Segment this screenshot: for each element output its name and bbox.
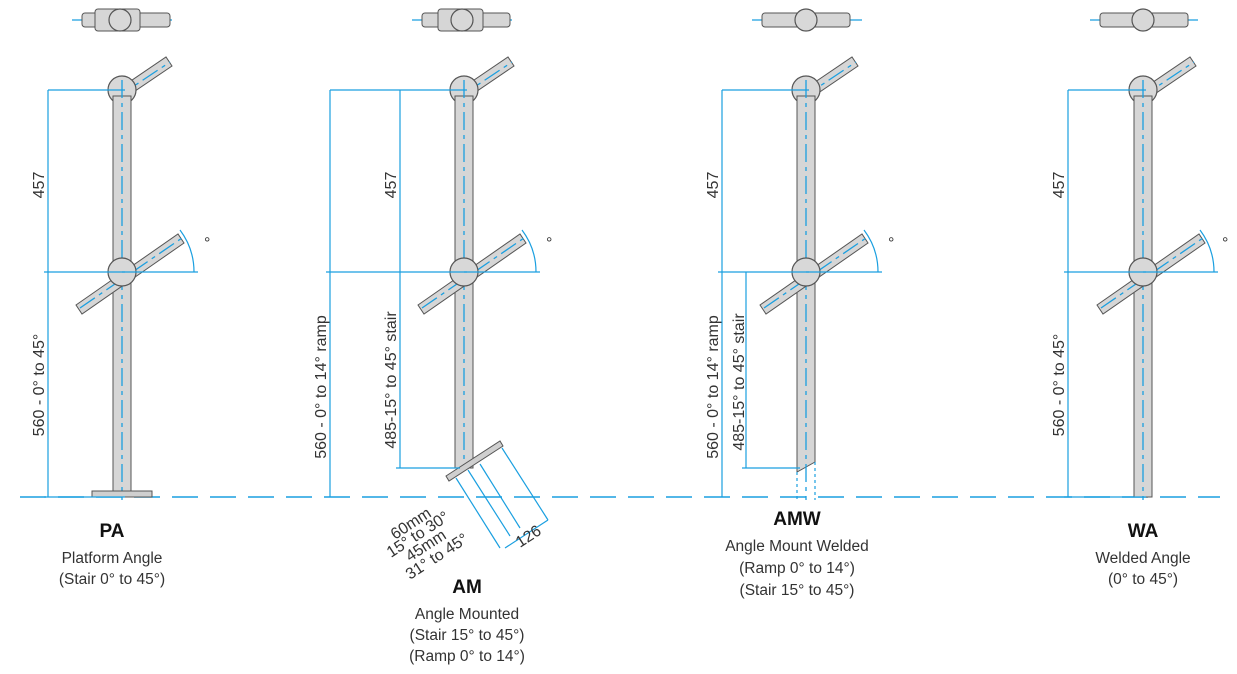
post-amw: 457 560 - 0° to 14° ramp 485-15° to 45° … (705, 8, 894, 599)
post-code-amw: AMW (773, 509, 821, 530)
angle-mark-wa: ° (1222, 235, 1228, 252)
base-label-126: 126 (513, 523, 545, 552)
dim-inner-amw: 485-15° to 45° stair (731, 313, 748, 451)
post-code-am: AM (452, 577, 482, 598)
post-range2-amw: (Stair 15° to 45°) (740, 582, 855, 599)
dim-top-am: 457 (383, 172, 400, 199)
dim-bottom-wa: 560 - 0° to 45° (1051, 334, 1068, 437)
post-range2-am: (Ramp 0° to 14°) (409, 648, 525, 665)
dim-top-pa: 457 (31, 172, 48, 199)
post-title-am: Angle Mounted (415, 606, 519, 623)
post-range-am: (Stair 15° to 45°) (410, 627, 525, 644)
top-view-amw (752, 8, 862, 32)
post-range-pa: (Stair 0° to 45°) (59, 571, 165, 588)
dim-top-wa: 457 (1051, 172, 1068, 199)
post-range-wa: (0° to 45°) (1108, 571, 1178, 588)
dim-inner-am: 485-15° to 45° stair (383, 311, 400, 449)
post-title-pa: Platform Angle (62, 550, 163, 567)
post-am: 457 560 - 0° to 14° ramp 485-15° to 45° … (313, 8, 552, 665)
middle-rail-wa (1096, 233, 1206, 315)
post-title-wa: Welded Angle (1095, 550, 1190, 567)
middle-rail-pa (75, 233, 185, 315)
post-wa: 457 560 - 0° to 45° ° WA Welded Angle (0… (1051, 8, 1228, 588)
angle-mark-pa: ° (204, 235, 210, 252)
base-plate-pa (91, 490, 153, 498)
dim-bottom-am: 560 - 0° to 14° ramp (313, 315, 330, 459)
post-range-amw: (Ramp 0° to 14°) (739, 560, 855, 577)
top-view-pa (72, 8, 172, 32)
top-view-wa (1090, 8, 1198, 32)
angled-base-am (445, 440, 504, 482)
angle-mark-am: ° (546, 235, 552, 252)
dim-bottom-pa: 560 - 0° to 45° (31, 334, 48, 437)
top-view-am (412, 8, 512, 32)
angle-mark-amw: ° (888, 235, 894, 252)
post-code-wa: WA (1128, 521, 1159, 542)
post-pa: 457 560 - 0° to 45° ° PA Platform Angle … (31, 8, 210, 588)
post-title-amw: Angle Mount Welded (725, 538, 869, 555)
post-code-pa: PA (100, 521, 125, 542)
dim-bottom-amw: 560 - 0° to 14° ramp (705, 315, 722, 459)
dim-top-amw: 457 (705, 172, 722, 199)
